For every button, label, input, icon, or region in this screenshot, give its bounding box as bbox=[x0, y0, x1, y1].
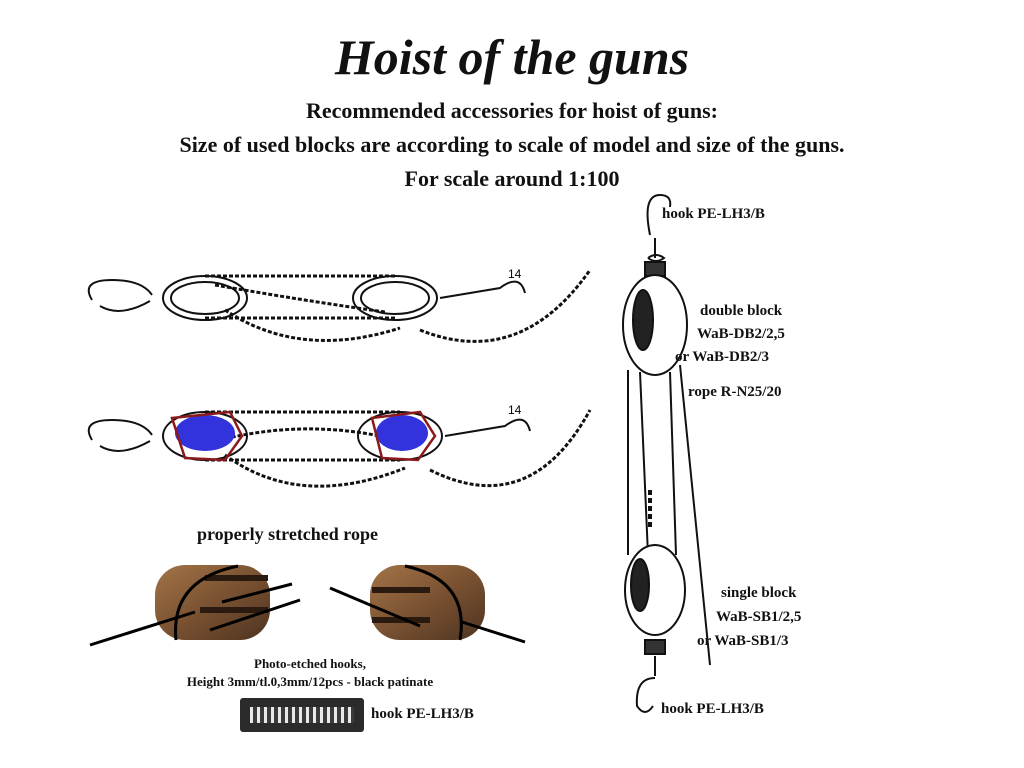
figure-number-top: 14 bbox=[508, 267, 522, 281]
label-double-code-1: WaB-DB2/2,5 bbox=[697, 326, 785, 342]
photo-etched-hook-sheet bbox=[240, 698, 364, 732]
subtitle-line-2: Size of used blocks are according to sca… bbox=[179, 132, 845, 157]
label-single-code-1: WaB-SB1/2,5 bbox=[716, 609, 802, 625]
tackle-drawing-vertical bbox=[622, 193, 711, 713]
caption-stretched-rope: properly stretched rope bbox=[197, 524, 378, 544]
subtitle-line-3: For scale around 1:100 bbox=[404, 166, 620, 191]
caption-photo-etched-1: Photo-etched hooks, bbox=[254, 656, 366, 671]
label-double-code-2: or WaB-DB2/3 bbox=[675, 349, 770, 365]
figure-number-bottom: 14 bbox=[508, 403, 522, 417]
tackle-drawing-top bbox=[87, 269, 592, 343]
wooden-block-right bbox=[370, 564, 485, 641]
page-title: Hoist of the guns bbox=[334, 29, 690, 85]
wooden-block-left bbox=[155, 564, 270, 641]
label-hook-top: hook PE-LH3/B bbox=[662, 206, 765, 222]
highlight-outline-right bbox=[370, 410, 437, 462]
rope-lines-photo bbox=[89, 582, 526, 647]
label-single-code-2: or WaB-SB1/3 bbox=[697, 633, 789, 649]
highlight-left bbox=[175, 415, 235, 451]
label-single-block: single block bbox=[721, 585, 797, 601]
subtitle-line-1: Recommended accessories for hoist of gun… bbox=[305, 98, 719, 123]
label-hook-left: hook PE-LH3/B bbox=[371, 706, 474, 722]
highlight-right bbox=[376, 415, 428, 451]
label-double-block: double block bbox=[700, 303, 783, 319]
label-rope: rope R-N25/20 bbox=[688, 384, 782, 400]
highlight-outline-left bbox=[170, 410, 244, 462]
tackle-drawing-bottom bbox=[87, 409, 592, 488]
caption-photo-etched-2: Height 3mm/tl.0,3mm/12pcs - black patina… bbox=[186, 674, 434, 689]
label-hook-bottom: hook PE-LH3/B bbox=[661, 701, 764, 717]
